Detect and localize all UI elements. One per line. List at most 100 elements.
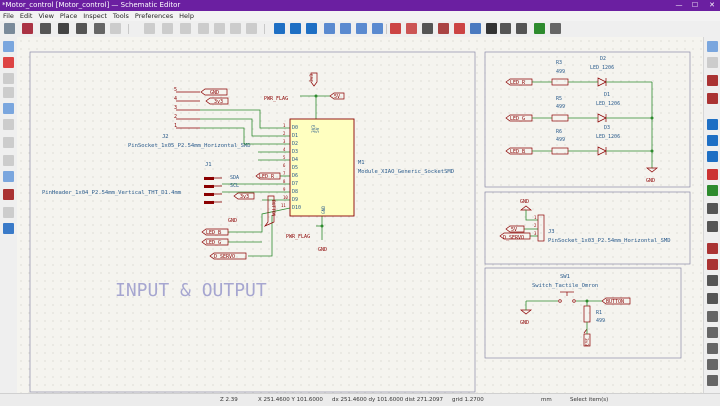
tools-icon[interactable] — [3, 223, 14, 234]
svg-text:R3: R3 — [556, 60, 562, 66]
units-mil-icon[interactable] — [3, 87, 14, 98]
zoom-in-icon[interactable] — [198, 23, 209, 34]
svg-text:LED_1206: LED_1206 — [596, 134, 620, 140]
arrow-up-icon[interactable] — [290, 23, 301, 34]
main-toolbar — [0, 21, 720, 38]
menu-edit[interactable]: Edit — [19, 12, 33, 20]
schematic-canvas[interactable]: INPUT & OUTPUT 5 4 3 2 1 J2 PinSocket_1x… — [17, 37, 703, 393]
menu-help[interactable]: Help — [179, 12, 194, 20]
schematic-drawing: INPUT & OUTPUT 5 4 3 2 1 J2 PinSocket_1x… — [29, 51, 691, 393]
units-inch-icon[interactable] — [3, 73, 14, 84]
properties-icon[interactable] — [3, 189, 14, 200]
arrow-left-icon[interactable] — [274, 23, 285, 34]
rotate-cw-icon[interactable] — [340, 23, 351, 34]
bom-icon[interactable] — [486, 23, 497, 34]
mirror-h-icon[interactable] — [372, 23, 383, 34]
maximize-button[interactable]: ☐ — [691, 1, 699, 9]
refresh-icon[interactable] — [180, 23, 191, 34]
highlight-icon[interactable] — [3, 207, 14, 218]
symbol-editor-icon[interactable] — [422, 23, 433, 34]
paste-icon[interactable] — [94, 23, 105, 34]
global-label-icon[interactable] — [707, 221, 718, 232]
svg-text:5: 5 — [283, 155, 286, 160]
frame-main — [29, 51, 476, 393]
scripting-icon[interactable] — [550, 23, 561, 34]
undo-icon[interactable] — [110, 23, 121, 34]
svg-text:3V3: 3V3 — [311, 125, 317, 133]
wire-entry-icon[interactable] — [707, 151, 718, 162]
print-icon[interactable] — [58, 23, 69, 34]
page-settings-icon[interactable] — [22, 23, 33, 34]
add-symbol-icon[interactable] — [707, 75, 718, 86]
fields-icon[interactable] — [516, 23, 527, 34]
save-icon[interactable] — [40, 23, 51, 34]
table-icon[interactable] — [500, 23, 511, 34]
add-text-icon[interactable] — [707, 375, 718, 386]
svg-text:7: 7 — [283, 171, 286, 176]
plot-icon[interactable] — [76, 23, 87, 34]
svg-text:D6: D6 — [292, 173, 298, 179]
pcb-editor-icon[interactable] — [534, 23, 545, 34]
svg-text:D1: D1 — [292, 133, 298, 139]
mirror-v-icon[interactable] — [356, 23, 367, 34]
svg-text:499: 499 — [556, 69, 565, 75]
menu-file[interactable]: File — [3, 12, 14, 20]
net-label-icon[interactable] — [707, 203, 718, 214]
schematic-setup-icon[interactable] — [4, 23, 15, 34]
zoom-out-icon[interactable] — [214, 23, 225, 34]
find-icon[interactable] — [144, 23, 155, 34]
netlist-icon[interactable] — [454, 23, 465, 34]
lock-icon[interactable] — [3, 57, 14, 68]
svg-text:D5: D5 — [292, 165, 298, 171]
menu-inspect[interactable]: Inspect — [83, 12, 107, 20]
add-line-icon[interactable] — [707, 311, 718, 322]
wire-angle-icon[interactable] — [3, 155, 14, 166]
status-grid: grid 1.2700 — [452, 397, 484, 403]
cursor-icon[interactable] — [3, 119, 14, 130]
svg-text:PWR_FLAG: PWR_FLAG — [286, 234, 310, 240]
add-rect-icon[interactable] — [707, 327, 718, 338]
footprint-icon[interactable] — [438, 23, 449, 34]
sheet-icon[interactable] — [707, 259, 718, 270]
menu-tools[interactable]: Tools — [112, 12, 129, 20]
find-replace-icon[interactable] — [162, 23, 173, 34]
j2-ref: J2 — [162, 134, 169, 140]
minimize-button[interactable]: — — [675, 1, 683, 9]
add-power-icon[interactable] — [707, 93, 718, 104]
svg-text:PWR_FLAG: PWR_FLAG — [264, 96, 288, 102]
svg-text:D8: D8 — [292, 189, 298, 195]
svg-text:D0: D0 — [292, 125, 298, 131]
zoom-fit-icon[interactable] — [230, 23, 241, 34]
units-mm-icon[interactable] — [3, 103, 14, 114]
erc-icon[interactable] — [406, 23, 417, 34]
svg-text:BUTTON: BUTTON — [606, 299, 624, 305]
menu-place[interactable]: Place — [59, 12, 78, 20]
simulator-icon[interactable] — [470, 23, 481, 34]
select-icon[interactable] — [707, 41, 718, 52]
close-button[interactable]: ✕ — [709, 1, 715, 9]
zoom-objects-icon[interactable] — [246, 23, 257, 34]
hierarchy-icon[interactable] — [3, 171, 14, 182]
svg-text:499: 499 — [556, 137, 565, 143]
no-connect-icon[interactable] — [707, 169, 718, 180]
add-bus-icon[interactable] — [707, 135, 718, 146]
hidden-pins-icon[interactable] — [3, 137, 14, 148]
menu-preferences[interactable]: Preferences — [134, 12, 174, 20]
sheet-pin-icon[interactable] — [707, 275, 718, 286]
add-circle-icon[interactable] — [707, 343, 718, 354]
grid-icon[interactable] — [3, 41, 14, 52]
svg-text:R5: R5 — [556, 96, 562, 102]
r1-value: 499 — [596, 318, 605, 324]
junction-icon[interactable] — [707, 185, 718, 196]
add-arc-icon[interactable] — [707, 359, 718, 370]
rotate-ccw-icon[interactable] — [324, 23, 335, 34]
add-wire-icon[interactable] — [707, 119, 718, 130]
hier-label-icon[interactable] — [707, 243, 718, 254]
annotate-icon[interactable] — [390, 23, 401, 34]
import-sheet-pin-icon[interactable] — [707, 293, 718, 304]
svg-text:11: 11 — [281, 203, 286, 208]
highlight-net-icon[interactable] — [707, 57, 718, 68]
j3-ref: J3 — [548, 229, 555, 235]
arrow-right-icon[interactable] — [306, 23, 317, 34]
menu-view[interactable]: View — [38, 12, 54, 20]
